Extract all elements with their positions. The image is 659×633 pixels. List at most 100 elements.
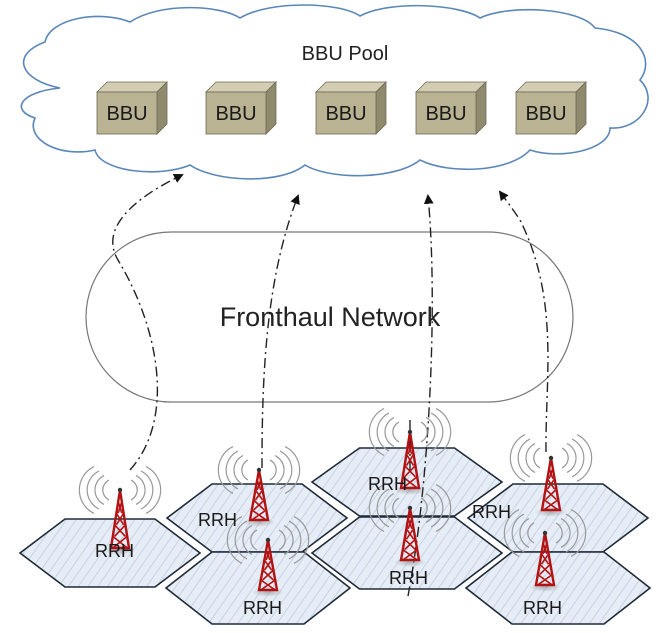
rrh-label: RRH <box>198 510 237 530</box>
tower-tip <box>117 487 123 493</box>
signal-wave <box>279 450 293 490</box>
signal-wave <box>392 497 400 519</box>
pool-title: BBU Pool <box>302 43 389 65</box>
signal-wave <box>517 438 531 478</box>
fronthaul-link <box>498 190 549 453</box>
bbu-front-face <box>515 91 577 135</box>
signal-wave <box>233 455 244 485</box>
tower-shadow <box>252 587 284 597</box>
signal-wave <box>561 447 569 469</box>
tower-brace <box>537 573 553 586</box>
rrh-label: RRH <box>472 502 511 522</box>
tower-frame <box>109 489 131 550</box>
tower-brace <box>543 498 559 511</box>
signal-wave <box>274 455 285 485</box>
tower-brace <box>114 524 126 537</box>
tower-frame <box>257 539 279 592</box>
signal-wave <box>392 421 400 443</box>
tower-brace <box>254 489 264 501</box>
signal-wave <box>376 412 390 452</box>
fronthaul-link <box>261 194 300 469</box>
signal-wave <box>102 479 110 501</box>
signal-wave <box>86 470 100 510</box>
signal-wave <box>560 518 571 548</box>
signal-wave <box>293 516 310 564</box>
fronthaul-network: Fronthaul Network <box>85 231 574 403</box>
tower-brace <box>539 563 551 576</box>
signal-wave <box>250 529 258 551</box>
tower-brace <box>402 548 418 561</box>
signal-wave <box>226 516 243 564</box>
signal-wave <box>571 438 585 478</box>
tower-frame <box>248 469 270 522</box>
tower-shadow <box>535 507 567 517</box>
signal-wave <box>135 475 146 505</box>
signal-wave <box>420 497 428 519</box>
rrh-label: RRH <box>523 598 562 618</box>
fronthaul-link <box>407 194 434 597</box>
cell-hexagon <box>164 551 352 625</box>
tower-brace <box>265 549 271 561</box>
signal-wave <box>425 493 436 523</box>
signal-wave <box>234 520 248 560</box>
signal-wave <box>435 408 452 456</box>
tower-brace <box>251 509 267 521</box>
signal-wave <box>283 525 294 555</box>
signal-wave <box>525 443 536 473</box>
tower-brace <box>548 468 554 480</box>
signal-wave <box>225 450 239 490</box>
rrh-tower-icon <box>509 434 593 517</box>
tower-brace <box>542 543 548 555</box>
tower-brace <box>253 499 265 511</box>
bbu-front-face <box>415 91 477 135</box>
signal-wave <box>384 493 395 523</box>
signal-wave <box>78 466 95 514</box>
signal-wave <box>269 459 277 481</box>
bbu-box: BBU <box>96 81 168 135</box>
tower-tip <box>265 537 271 543</box>
tower-brace <box>256 479 262 491</box>
signal-wave <box>509 434 526 482</box>
bbu-label: BBU <box>215 103 256 125</box>
rrh-tower-icon <box>78 466 162 555</box>
tower-tip <box>256 467 262 473</box>
bbu-box: BBU <box>415 81 487 135</box>
signal-wave <box>430 488 444 528</box>
signal-wave <box>94 475 105 505</box>
tower-brace <box>405 528 415 540</box>
tower-frame <box>399 507 421 562</box>
bbu-front-face <box>205 91 267 135</box>
cell-hexagon <box>310 447 504 517</box>
signal-wave <box>384 417 395 447</box>
rrh-tower-icon <box>503 509 587 592</box>
signal-wave <box>570 509 587 557</box>
tower-frame <box>534 532 556 587</box>
bbu-label: BBU <box>425 103 466 125</box>
signal-wave <box>217 446 234 494</box>
signal-wave <box>130 479 138 501</box>
rrh-tower-icon <box>217 446 301 527</box>
bbu-top-face <box>205 81 277 93</box>
bbu-box: BBU <box>205 81 277 135</box>
bbu-label: BBU <box>525 103 566 125</box>
tower-brace <box>117 501 123 514</box>
tower-shadow <box>243 517 275 527</box>
signal-wave <box>519 518 530 548</box>
signal-wave <box>533 447 541 469</box>
signal-wave <box>527 522 535 544</box>
signal-wave <box>140 470 154 510</box>
tower-brace <box>404 465 416 478</box>
rrh-tower-icon <box>226 516 310 597</box>
bbu-top-face <box>415 81 487 93</box>
tower-frame <box>540 457 562 512</box>
rrh-label: RRH <box>95 541 134 561</box>
signal-wave <box>511 513 525 553</box>
rrh-label: RRH <box>243 598 282 618</box>
rrh-tower-icon <box>368 408 452 495</box>
signal-wave <box>425 417 436 447</box>
tower-brace <box>402 476 418 489</box>
tower-tip <box>542 530 548 536</box>
signal-wave <box>420 421 428 443</box>
